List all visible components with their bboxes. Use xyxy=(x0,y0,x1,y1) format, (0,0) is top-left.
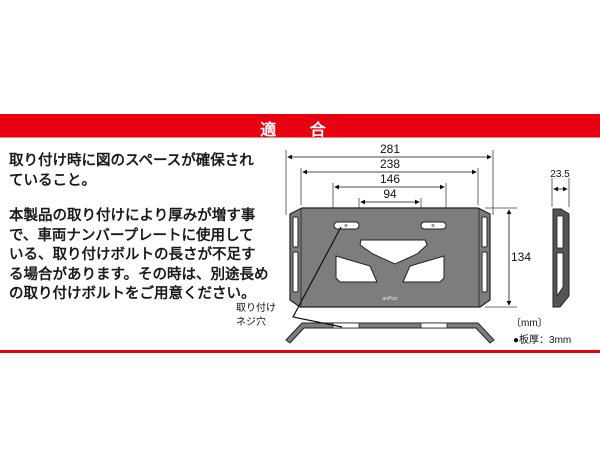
section-title: 適 合 xyxy=(260,120,340,139)
thickness-note: ●板厚：3mm xyxy=(513,333,571,346)
bottom-divider xyxy=(0,350,600,353)
text-line: いる、取り付けボルトの長さが不足す xyxy=(9,247,256,263)
text-line: 取り付け時に図のスペースが確保され xyxy=(9,153,254,169)
callout-label-line1: 取り付け xyxy=(236,301,276,314)
text-line: ていること。 xyxy=(9,172,96,189)
label-23-5: 23.5 xyxy=(550,169,570,180)
unit-label: 〔mm〕 xyxy=(511,317,548,329)
plate-front-view: anPizz xyxy=(289,207,491,308)
section-header-band: 適 合 xyxy=(0,114,600,139)
text-line: 本製品の取り付けにより厚みが増す事 xyxy=(9,208,256,224)
text-line: る場合があります。その時は、別途長め xyxy=(9,266,269,283)
brand-logo: anPizz xyxy=(382,296,398,302)
description-paragraph-1: 取り付け時に図のスペースが確保され ていること。 xyxy=(9,152,254,191)
plate-side-view: 23.5 xyxy=(550,169,570,308)
label-94: 94 xyxy=(383,187,397,201)
description-paragraph-2: 本製品の取り付けにより厚みが増す事 で、車両ナンバープレートに使用して いる、取… xyxy=(9,207,269,305)
callout-leader xyxy=(292,226,343,328)
callout-label-line2: ネジ穴 xyxy=(236,315,266,328)
label-134: 134 xyxy=(511,250,531,264)
label-281: 281 xyxy=(380,142,400,156)
text-line: で、車両ナンバープレートに使用して xyxy=(9,227,254,244)
plate-bottom-view xyxy=(285,322,495,344)
label-146: 146 xyxy=(380,172,400,186)
text-line: の取り付けボルトをご用意ください。 xyxy=(9,286,256,302)
label-238: 238 xyxy=(380,157,400,171)
